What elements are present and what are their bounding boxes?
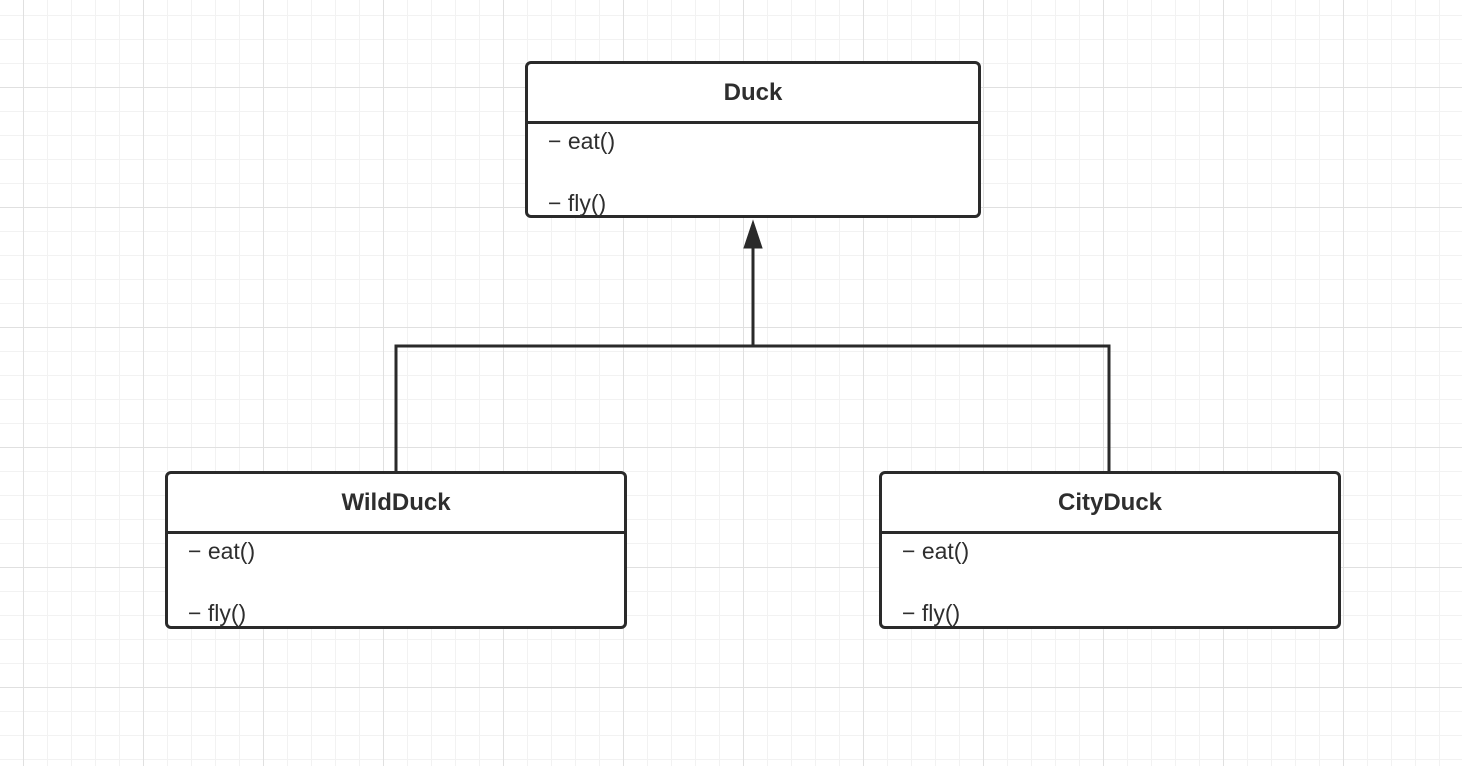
connector-cityduck-to-duck [753, 344, 1111, 472]
class-wildduck-methods: − eat() − fly() [168, 534, 624, 626]
class-duck[interactable]: Duck − eat() − fly() [525, 61, 981, 218]
class-cityduck-name: CityDuck [882, 474, 1338, 534]
class-wildduck[interactable]: WildDuck − eat() − fly() [165, 471, 627, 629]
method-eat: − eat() [902, 538, 970, 564]
class-duck-methods: − eat() − fly() [528, 124, 978, 216]
inheritance-arrowhead [743, 219, 763, 249]
method-fly: − fly() [188, 600, 247, 626]
method-fly: − fly() [548, 190, 607, 216]
class-cityduck-methods: − eat() − fly() [882, 534, 1338, 626]
class-duck-name: Duck [528, 64, 978, 124]
method-fly: − fly() [902, 600, 961, 626]
method-eat: − eat() [548, 128, 616, 154]
class-wildduck-name: WildDuck [168, 474, 624, 534]
connector-wildduck-to-duck [394, 344, 753, 472]
class-cityduck[interactable]: CityDuck − eat() − fly() [879, 471, 1341, 629]
method-eat: − eat() [188, 538, 256, 564]
